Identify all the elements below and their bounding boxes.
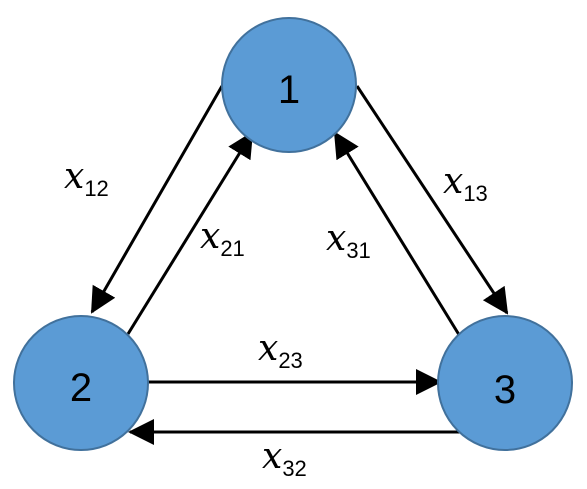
- node-2-circle: [13, 315, 149, 451]
- node-1: 1: [221, 17, 357, 153]
- edges: [90, 85, 509, 445]
- edge-label-12: x12: [64, 156, 109, 201]
- edge-labels: x12 x21 x13 x31 x23 x32: [64, 156, 488, 481]
- node-2: 2: [13, 315, 149, 451]
- edge-2-to-1: [126, 131, 254, 335]
- node-1-circle: [221, 17, 357, 153]
- node-3-label: 3: [494, 368, 516, 412]
- node-2-label: 2: [70, 366, 92, 410]
- node-3-circle: [437, 315, 573, 451]
- edge-label-23: x23: [258, 328, 303, 373]
- edge-3-to-1: [333, 131, 463, 339]
- node-1-label: 1: [278, 68, 300, 112]
- edge-1-to-3: [355, 85, 509, 315]
- edge-label-13: x13: [443, 161, 488, 206]
- edge-label-31: x31: [326, 218, 371, 263]
- edge-label-21: x21: [200, 216, 245, 261]
- node-3: 3: [437, 315, 573, 451]
- edge-1-to-2: [90, 85, 224, 314]
- edge-label-32: x32: [262, 436, 307, 481]
